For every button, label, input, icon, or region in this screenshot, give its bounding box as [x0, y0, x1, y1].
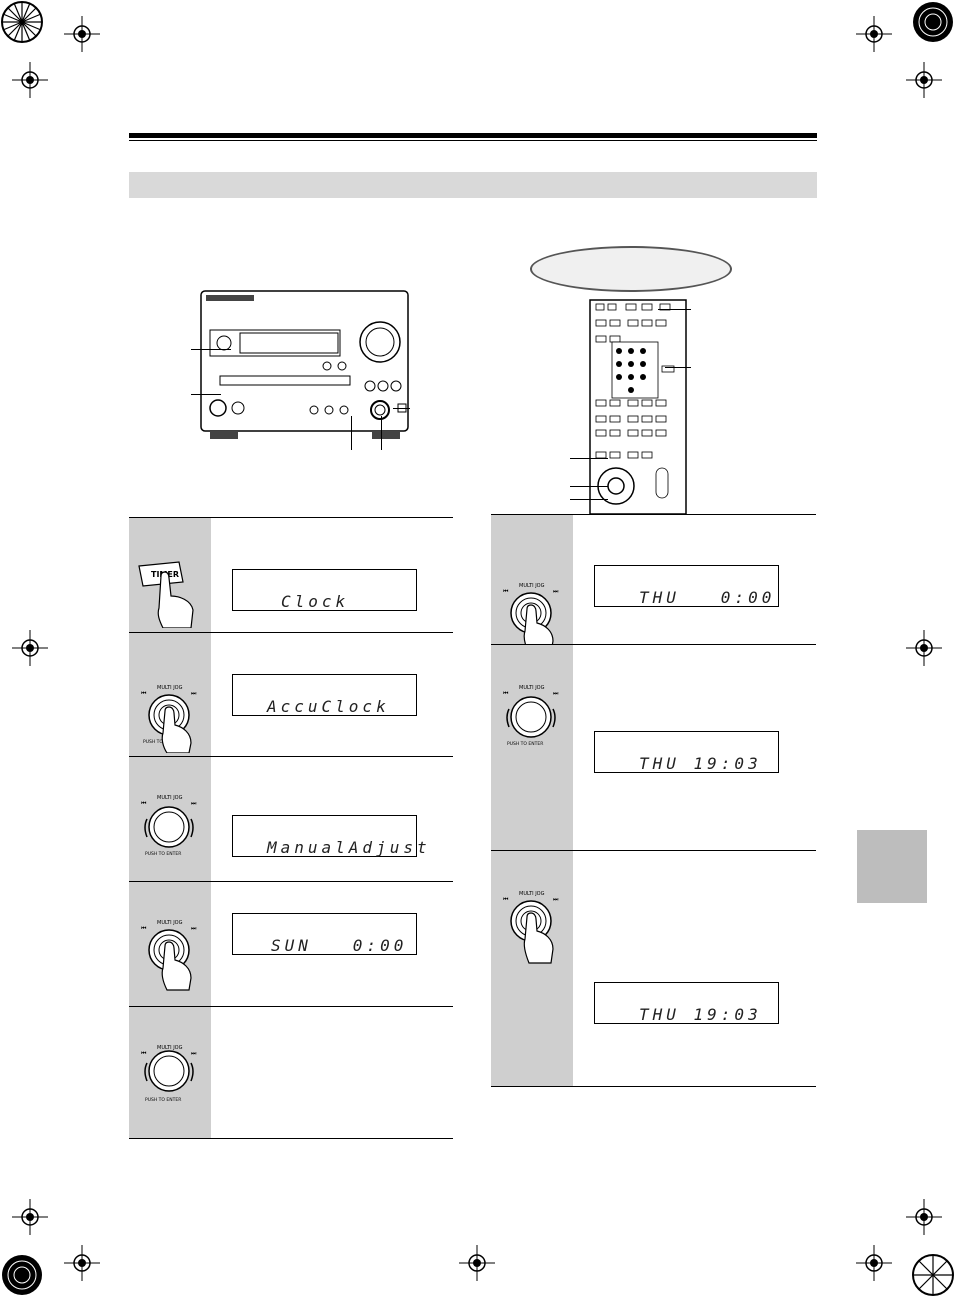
multi-jog-label: MULTI JOG [519, 685, 545, 691]
lcd-text: THU 19:03 [639, 1005, 762, 1024]
registration-mark-icon [1, 1, 43, 43]
multi-jog-label: MULTI JOG [157, 685, 183, 691]
multi-jog-label: MULTI JOG [157, 920, 183, 926]
lcd-display: THU 19:03 [594, 731, 779, 773]
lcd-display: AccuClock [232, 674, 417, 716]
lcd-text: THU 19:03 [639, 754, 762, 773]
step-2: MULTI JOG ⏮ ⏭ PUSH TO ENTER AccuClock [129, 632, 453, 757]
chapter-tab [857, 830, 927, 903]
svg-text:⏭: ⏭ [191, 1050, 197, 1057]
lcd-display: Clock [232, 569, 417, 611]
svg-text:⏮: ⏮ [141, 690, 147, 697]
crosshair-target-icon [459, 1245, 495, 1281]
svg-text:⏮: ⏮ [503, 588, 509, 595]
multi-jog-label: MULTI JOG [157, 1045, 183, 1051]
callout-line [351, 416, 352, 450]
svg-text:⏭: ⏭ [553, 588, 559, 595]
svg-text:⏮: ⏮ [141, 1050, 147, 1057]
push-to-enter-label: PUSH TO ENTER [507, 741, 543, 747]
callout-line [658, 309, 691, 310]
crosshair-target-icon [906, 630, 942, 666]
section-heading-bar [129, 172, 817, 198]
multi-jog-label: MULTI JOG [519, 891, 545, 897]
crosshair-target-icon [12, 62, 48, 98]
lcd-text: Clock [281, 592, 350, 611]
svg-text:⏭: ⏭ [553, 896, 559, 903]
step-4: MULTI JOG ⏮ ⏭ SUN 0:00 [129, 881, 453, 1007]
crosshair-target-icon [906, 1199, 942, 1235]
crosshair-target-icon [64, 16, 100, 52]
crosshair-target-icon [12, 630, 48, 666]
svg-text:⏮: ⏮ [503, 896, 509, 903]
multi-jog-press-icon: MULTI JOG ⏮ ⏭ PUSH TO ENTER [141, 685, 197, 753]
timer-button-hand-icon: TIMER [138, 561, 194, 628]
multi-jog-press-icon: MULTI JOG ⏮ ⏭ [503, 583, 559, 654]
main-unit-illustration [200, 290, 409, 439]
multi-jog-turn-icon: MULTI JOG ⏮ ⏭ PUSH TO ENTER [503, 685, 559, 747]
callout-line [381, 416, 382, 450]
callout-line [570, 458, 608, 459]
remote-label-oval [530, 246, 732, 292]
lcd-text: SUN 0:00 [271, 936, 408, 955]
step-6: MULTI JOG ⏮ ⏭ THU 0:00 [491, 514, 816, 654]
registration-mark-icon [912, 1254, 954, 1296]
steps-bottom-rule [491, 1086, 816, 1087]
callout-line [570, 499, 608, 500]
svg-text:⏮: ⏮ [503, 690, 509, 697]
lcd-display: ManualAdjust [232, 815, 427, 857]
step-8: MULTI JOG ⏮ ⏭ THU 19:03 [491, 850, 816, 1087]
remote-control-illustration [589, 299, 687, 514]
lcd-display: THU 19:03 [594, 982, 779, 1024]
lcd-display: THU 0:00 [594, 565, 779, 607]
step-3: MULTI JOG ⏮ ⏭ PUSH TO ENTER ManualAdjust [129, 756, 453, 882]
crosshair-target-icon [856, 16, 892, 52]
multi-jog-label: MULTI JOG [519, 583, 545, 589]
crosshair-target-icon [856, 1245, 892, 1281]
push-to-enter-label: PUSH TO ENTER [145, 851, 181, 857]
multi-jog-label: MULTI JOG [157, 795, 183, 801]
svg-text:⏭: ⏭ [191, 690, 197, 697]
step-7: MULTI JOG ⏮ ⏭ PUSH TO ENTER THU 19:03 [491, 644, 816, 851]
multi-jog-press-icon: MULTI JOG ⏮ ⏭ [141, 920, 197, 991]
svg-text:⏭: ⏭ [553, 690, 559, 697]
multi-jog-press-icon: MULTI JOG ⏮ ⏭ [503, 891, 559, 964]
push-to-enter-label: PUSH TO ENTER [143, 739, 179, 745]
crosshair-target-icon [64, 1245, 100, 1281]
registration-mark-icon [913, 2, 953, 42]
steps-bottom-rule [129, 1138, 453, 1139]
push-to-enter-label: PUSH TO ENTER [145, 1097, 181, 1103]
callout-line [393, 408, 410, 409]
callout-line [570, 486, 608, 487]
lcd-text: THU 0:00 [639, 588, 776, 607]
crosshair-target-icon [906, 62, 942, 98]
step-5: MULTI JOG ⏮ ⏭ PUSH TO ENTER [129, 1006, 453, 1139]
callout-line [665, 367, 691, 368]
multi-jog-turn-icon: MULTI JOG ⏮ ⏭ PUSH TO ENTER [141, 795, 197, 857]
callout-line [191, 394, 221, 395]
svg-text:⏭: ⏭ [191, 800, 197, 807]
crosshair-target-icon [12, 1199, 48, 1235]
multi-jog-turn-icon: MULTI JOG ⏮ ⏭ PUSH TO ENTER [141, 1045, 197, 1103]
lcd-text: AccuClock [267, 697, 390, 716]
callout-line [191, 349, 231, 350]
lcd-text: ManualAdjust [267, 838, 431, 857]
lcd-display: SUN 0:00 [232, 913, 417, 955]
svg-text:⏮: ⏮ [141, 800, 147, 807]
header-rule [129, 133, 817, 138]
svg-text:⏭: ⏭ [191, 925, 197, 932]
registration-mark-icon [2, 1255, 42, 1295]
step-1: TIMER Clock [129, 517, 453, 633]
svg-text:⏮: ⏮ [141, 925, 147, 932]
header-rule-thin [129, 140, 817, 141]
